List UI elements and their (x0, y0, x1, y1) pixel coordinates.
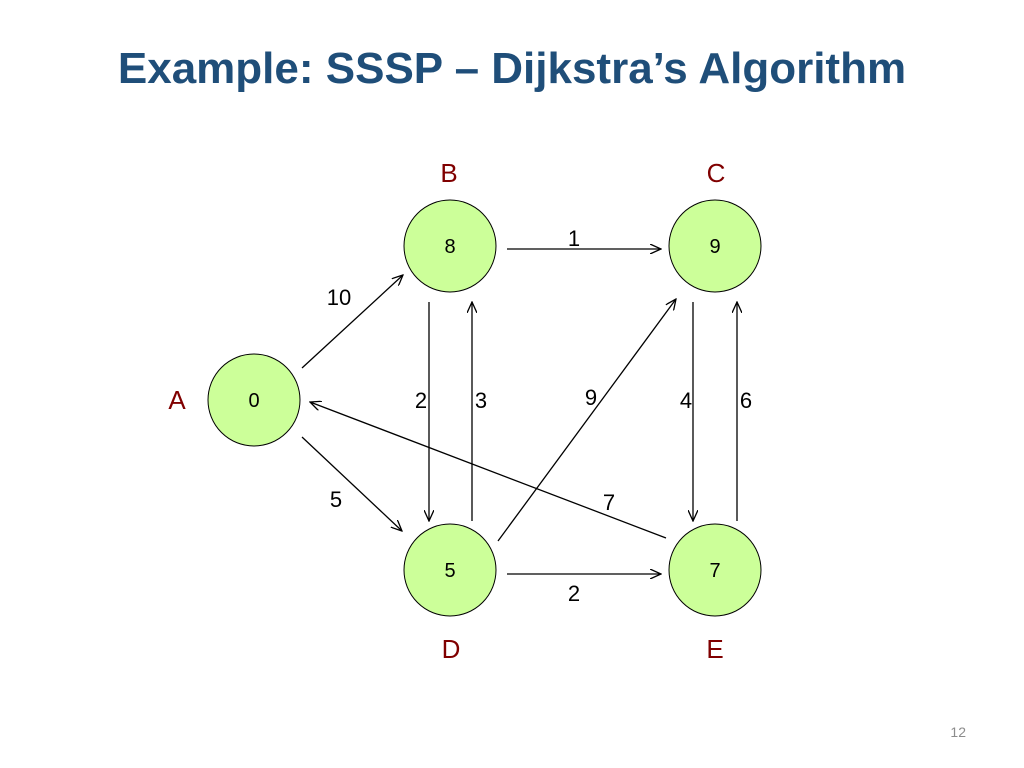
weight-a-d: 5 (330, 487, 342, 512)
node-c: 9 C (668, 158, 762, 293)
node-d-label: D (442, 634, 461, 664)
weight-d-e: 2 (568, 581, 580, 606)
node-a-circle (207, 353, 301, 447)
node-b-distance: 8 (444, 236, 455, 258)
edge-a-b (301, 275, 403, 369)
node-e-distance: 7 (709, 560, 720, 582)
node-e-label: E (706, 634, 723, 664)
node-b: 8 B (403, 158, 497, 293)
weight-b-d: 2 (415, 388, 427, 413)
slide-page-number: 12 (950, 724, 966, 740)
weight-a-b: 10 (327, 285, 351, 310)
edge-weights: 10 5 1 2 3 9 4 6 7 2 (327, 226, 752, 606)
node-d-distance: 5 (444, 560, 455, 582)
node-c-circle (668, 199, 762, 293)
node-d-circle (403, 523, 497, 617)
node-d: 5 D (403, 523, 497, 664)
edges (301, 249, 737, 574)
node-a-distance: 0 (248, 390, 259, 412)
weight-d-b: 3 (475, 388, 487, 413)
weight-d-c: 9 (585, 385, 597, 410)
edge-d-c (497, 299, 676, 542)
node-c-distance: 9 (709, 236, 720, 258)
node-a-label: A (168, 385, 186, 415)
node-b-label: B (440, 158, 457, 188)
weight-c-e: 4 (680, 388, 692, 413)
weight-e-c: 6 (740, 388, 752, 413)
node-a: 0 A (168, 353, 301, 447)
edge-a-d (301, 436, 402, 531)
node-e: 7 E (668, 523, 762, 664)
node-c-label: C (707, 158, 726, 188)
node-e-circle (668, 523, 762, 617)
node-b-circle (403, 199, 497, 293)
weight-e-a: 7 (603, 490, 615, 515)
slide-title: Example: SSSP – Dijkstra’s Algorithm (117, 44, 907, 93)
edge-e-a (310, 402, 667, 539)
weight-b-c: 1 (568, 226, 580, 251)
